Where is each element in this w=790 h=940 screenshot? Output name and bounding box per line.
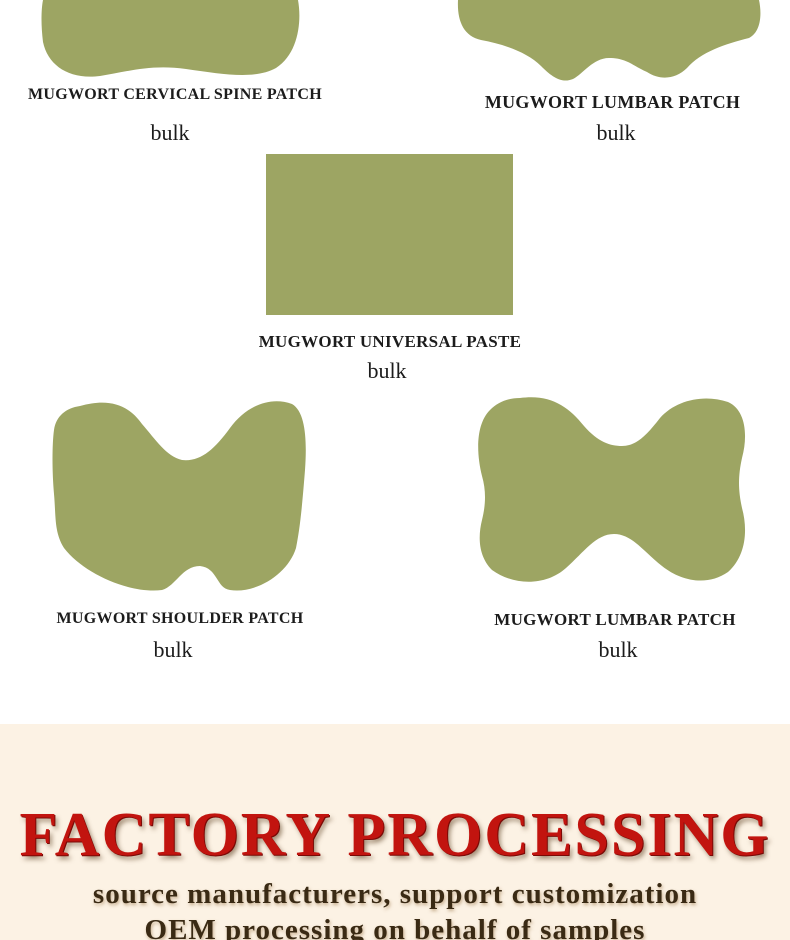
patch-type: bulk [367,358,407,383]
patch-name: MUGWORT LUMBAR PATCH [494,610,736,629]
cervical-spine-patch-image [40,0,302,80]
shoulder-patch-image [50,398,306,594]
lumbar-patch-image-top [455,0,763,84]
factory-processing-banner: FACTORY PROCESSING source manufacturers,… [0,724,790,940]
patch-type: bulk [598,637,638,662]
patch-name: MUGWORT UNIVERSAL PASTE [258,332,522,351]
patch-name: MUGWORT SHOULDER PATCH [56,610,304,627]
patch-type: bulk [153,637,193,662]
factory-subtitle-line-1: source manufacturers, support customizat… [92,878,698,910]
patch-type: bulk [596,120,636,145]
patch-name: MUGWORT CERVICAL SPINE PATCH [28,86,322,103]
patch-type: bulk [150,120,190,145]
factory-subtitle-line-2: OEM processing on behalf of samples [144,914,646,940]
factory-title: FACTORY PROCESSING [19,801,771,869]
lumbar-patch-image-bottom [476,396,748,584]
universal-paste-image [266,154,513,315]
patch-name: MUGWORT LUMBAR PATCH [484,92,741,112]
